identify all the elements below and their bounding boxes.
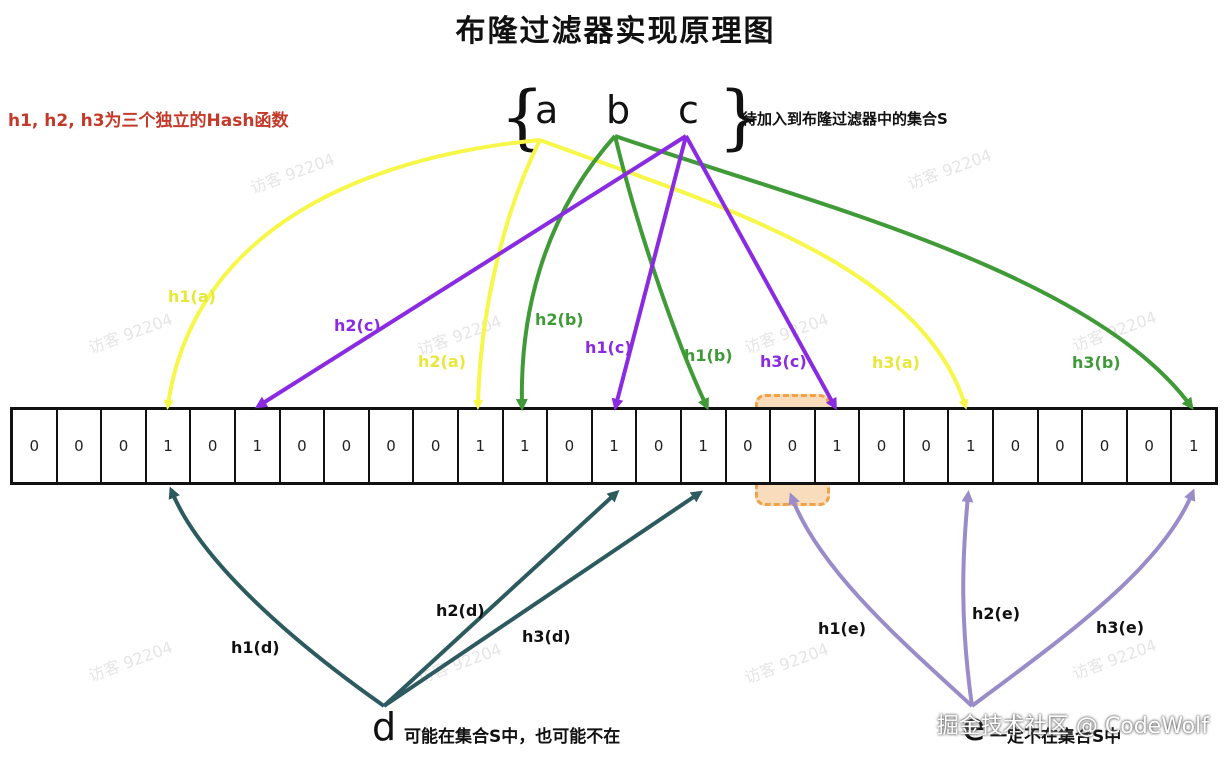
watermark: 访客 92204 (1069, 307, 1160, 356)
label-h3-d: h3(d) (522, 627, 571, 646)
label-h2-e: h2(e) (972, 604, 1020, 623)
bit-cell: 0 (905, 410, 950, 482)
query-element-d: d (372, 705, 397, 749)
hash-note: h1, h2, h3为三个独立的Hash函数 (8, 111, 289, 131)
label-h1-a: h1(a) (168, 287, 216, 306)
bit-cell: 0 (13, 410, 58, 482)
label-h2-a: h2(a) (418, 352, 466, 371)
bit-cell: 0 (860, 410, 905, 482)
bit-cell: 0 (637, 410, 682, 482)
bit-cell: 0 (1039, 410, 1084, 482)
bit-cell: 0 (191, 410, 236, 482)
bit-cell: 0 (102, 410, 147, 482)
bit-cell: 0 (1083, 410, 1128, 482)
query-d-description: 可能在集合S中，也可能不在 (404, 727, 621, 747)
watermark: 访客 92204 (1069, 635, 1160, 684)
arrow-h1-d (168, 486, 386, 708)
label-h1-b: h1(b) (684, 346, 733, 365)
bit-cell: 0 (281, 410, 326, 482)
bit-cell: 1 (504, 410, 549, 482)
bit-cell: 1 (147, 410, 192, 482)
bit-cell: 0 (1128, 410, 1173, 482)
label-h1-d: h1(d) (231, 638, 280, 657)
label-h1-e: h1(e) (818, 619, 866, 638)
label-h2-d: h2(d) (436, 601, 485, 620)
query-element-e: e (962, 705, 986, 749)
set-element-c: c (678, 88, 699, 132)
bit-cell: 0 (994, 410, 1039, 482)
label-h3-a: h3(a) (872, 353, 920, 372)
watermark: 访客 92204 (85, 637, 176, 686)
bit-cell: 0 (414, 410, 459, 482)
arrow-h1-e (788, 492, 974, 708)
watermark: 访客 92204 (741, 309, 832, 358)
bit-cell: 1 (1188, 437, 1199, 455)
bit-cell: 0 (58, 410, 103, 482)
label-h3-b: h3(b) (1072, 353, 1121, 372)
watermark: 访客 92204 (904, 145, 995, 194)
set-element-a: a (535, 88, 559, 132)
arrow-h2-c (254, 134, 688, 409)
query-e-description: 一定不在集合S中 (990, 727, 1122, 747)
watermark: 访客 92204 (741, 639, 832, 688)
set-element-b: b (606, 88, 631, 132)
bit-cell: 0 (548, 410, 593, 482)
label-h3-c: h3(c) (760, 352, 807, 371)
bit-cell: 1 (816, 410, 861, 482)
watermark: 访客 92204 (247, 149, 338, 198)
bit-cell: 1 (949, 410, 995, 482)
set-description: 待加入到布隆过滤器中的集合S (742, 110, 948, 128)
watermark: 访客 92204 (414, 639, 505, 688)
label-h3-e: h3(e) (1096, 618, 1144, 637)
arrow-h1-a (163, 138, 541, 410)
bit-cell: 0 (727, 410, 772, 482)
footer-watermark: 掘金技术社区 @ CodeWolf (936, 714, 1209, 739)
arrow-h2-b (515, 134, 617, 411)
watermark: 访客 92204 (85, 309, 176, 358)
bit-cell: 0 (771, 410, 816, 482)
bit-cell: 1 (236, 410, 281, 482)
arrow-h1-c (611, 135, 688, 411)
bit-cell: 0 (370, 410, 415, 482)
page-title: 布隆过滤器实现原理图 (455, 14, 776, 49)
arrow-h2-a (473, 139, 542, 410)
arrow-h2-e (961, 490, 974, 707)
bit-cell: 1 (682, 410, 727, 482)
label-h1-c: h1(c) (585, 338, 632, 357)
bit-cell: 0 (325, 410, 370, 482)
label-h2-b: h2(b) (535, 310, 584, 329)
label-h2-c: h2(c) (334, 316, 381, 335)
bit-cell: 1 (459, 410, 504, 482)
bit-cell: 1 (593, 410, 638, 482)
